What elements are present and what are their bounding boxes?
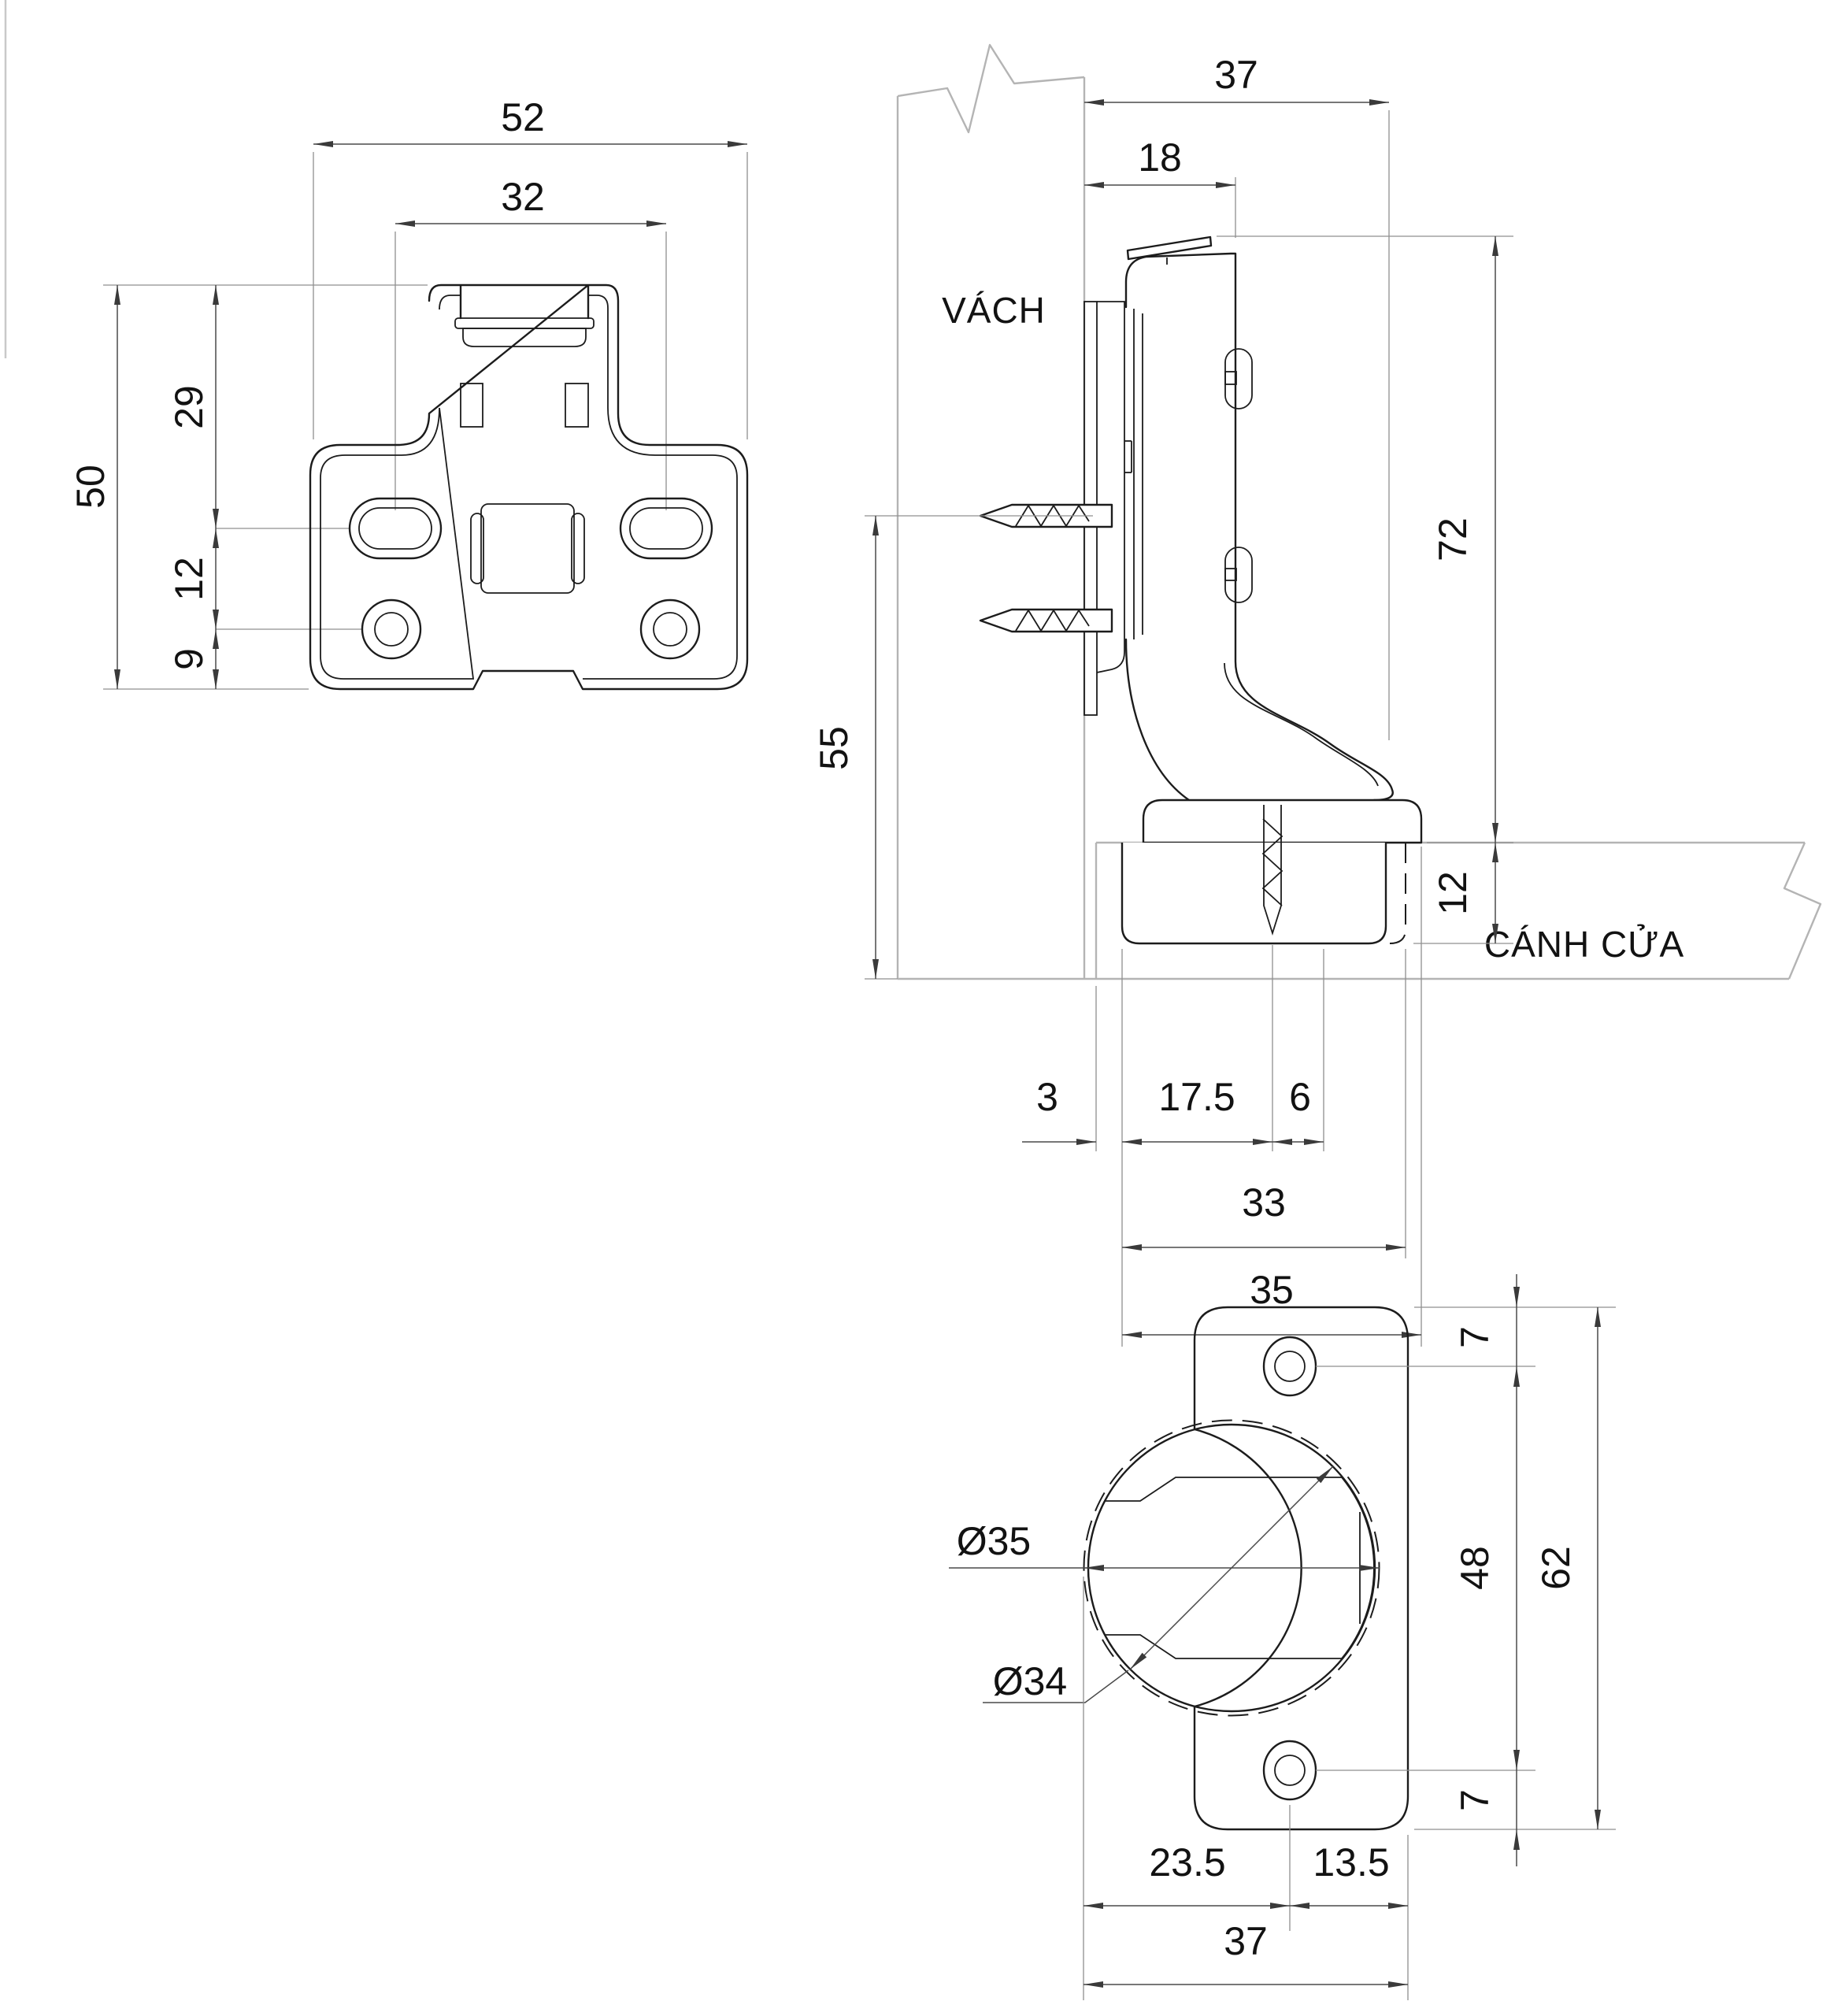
plate-clip-detail <box>454 317 595 347</box>
dim-side-cup-width: 33 <box>1242 1180 1286 1225</box>
dim-right-span: 13.5 <box>1313 1840 1389 1884</box>
dim-hole-bottom-offset: 7 <box>1453 1789 1497 1811</box>
dim-side-depth-arm: 18 <box>1138 135 1182 180</box>
cup-body <box>1121 843 1387 945</box>
dim-cup-height-total: 62 <box>1534 1546 1578 1590</box>
dim-side-height-total: 72 <box>1431 517 1475 561</box>
dim-front-width-outer: 52 <box>501 95 545 139</box>
front-view-extension-lines <box>103 152 748 690</box>
dim-hole-span: 48 <box>1453 1546 1497 1590</box>
dim-hole-top-offset: 7 <box>1453 1326 1497 1348</box>
plate-inner-outline <box>320 295 738 680</box>
cup-right-dimensions: 7 48 7 62 <box>1316 1274 1616 1866</box>
plate-slot-left <box>460 383 483 428</box>
cup-screw <box>1261 805 1284 936</box>
plate-oval-hole-left <box>348 497 443 560</box>
cup-drilling-view: Ø35 Ø34 7 48 7 62 <box>949 1274 1616 2000</box>
dim-front-seg-top: 29 <box>167 385 211 429</box>
cup-flange <box>1142 799 1423 844</box>
dim-front-width-holes: 32 <box>501 175 545 219</box>
cup-diameter-dimensions: Ø35 Ø34 <box>949 1466 1380 1703</box>
dim-side-flange-width: 35 <box>1250 1268 1294 1312</box>
wall-label: VÁCH <box>942 290 1046 331</box>
cup-screw-hole-top <box>1262 1336 1317 1397</box>
dim-side-cup-depth: 12 <box>1431 871 1475 915</box>
hinge-cup-side <box>1121 799 1423 945</box>
cup-bottom-dimensions: 23.5 13.5 37 <box>1083 1577 1409 2000</box>
cup-screw-hole-bottom <box>1262 1740 1317 1801</box>
plate-outer-outline <box>309 284 749 691</box>
cup-plate-outline <box>1193 1306 1409 1831</box>
plate-round-hole-left <box>361 598 422 660</box>
door-label: CÁNH CỬA <box>1484 924 1684 965</box>
side-view-dimensions: 37 18 72 12 55 3 17.5 <box>812 53 1513 1347</box>
dim-bore-dia: Ø35 <box>957 1519 1032 1563</box>
arm-slot-upper <box>1224 348 1253 410</box>
arm-slot-lower <box>1224 547 1253 603</box>
front-view-dimensions: 52 32 50 29 12 9 <box>69 95 747 689</box>
cup-hidden-edge <box>1389 843 1406 944</box>
dim-left-span: 23.5 <box>1149 1840 1225 1884</box>
dim-side-screw-to-bottom: 55 <box>812 726 856 770</box>
dim-side-screw-offset: 6 <box>1289 1075 1311 1119</box>
front-view-mounting-plate: 52 32 50 29 12 9 <box>69 95 749 691</box>
side-view-hinge-section: VÁCH CÁNH CỬA <box>812 43 1822 1347</box>
dim-side-depth-total: 37 <box>1214 53 1258 97</box>
plate-round-hole-right <box>639 598 701 660</box>
mounting-screw-lower <box>979 608 1113 633</box>
dim-front-height-total: 50 <box>69 465 113 509</box>
dim-cup-width-total: 37 <box>1224 1919 1268 1963</box>
dim-front-seg-bottom: 9 <box>167 648 211 670</box>
hinge-arm <box>1124 235 1394 802</box>
dim-front-seg-mid: 12 <box>167 557 211 601</box>
cup-interior-profile <box>1087 1477 1375 1659</box>
plate-center-square-hole <box>470 503 585 594</box>
dim-cup-dia: Ø34 <box>993 1659 1068 1703</box>
adjustment-screw-head <box>1126 235 1213 261</box>
plate-slot-right <box>565 383 589 428</box>
plate-oval-hole-right <box>619 497 713 560</box>
dim-side-edge-to-screw: 17.5 <box>1158 1075 1235 1119</box>
dim-side-door-gap: 3 <box>1036 1075 1058 1119</box>
